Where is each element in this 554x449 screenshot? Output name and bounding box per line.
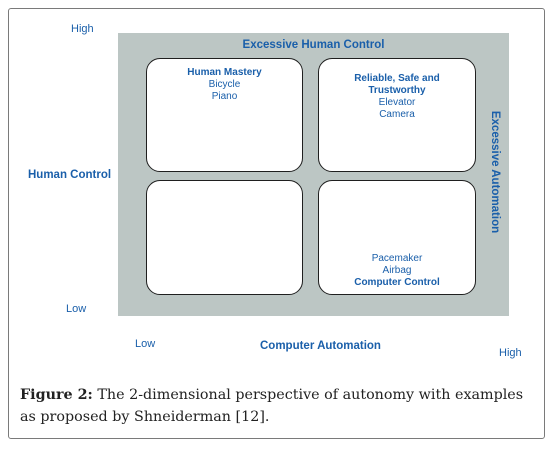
quadrant-title: Human Mastery <box>187 67 262 78</box>
example-item: Elevator <box>378 97 416 108</box>
quadrant-human-mastery: Human Mastery Bicycle Piano <box>146 58 303 172</box>
x-axis-low-label: Low <box>135 338 156 350</box>
example-item: Piano <box>211 91 238 102</box>
top-band-label: Excessive Human Control <box>242 39 385 51</box>
quadrant-title: Computer Control <box>354 277 440 288</box>
x-axis-title: Computer Automation <box>260 340 381 352</box>
figure-caption: Figure 2: The 2-dimensional perspective … <box>20 384 532 428</box>
quadrant-title-line2: Trustworthy <box>368 85 426 96</box>
example-item: Pacemaker <box>371 253 423 264</box>
y-axis-title: Human Control <box>28 169 112 181</box>
right-band-label-text: Excessive Automation <box>489 110 501 234</box>
quadrant-computer-control: Pacemaker Airbag Computer Control <box>318 180 476 295</box>
right-band-label: Excessive Automation <box>488 108 502 236</box>
x-axis-high-label: High <box>499 347 522 359</box>
quadrant-reliable-safe-trustworthy: Reliable, Safe and Trustworthy Elevator … <box>318 58 476 172</box>
caption-label: Figure 2: <box>20 387 93 403</box>
example-item: Bicycle <box>208 79 241 90</box>
caption-text: The 2-dimensional perspective of autonom… <box>20 387 524 425</box>
quadrant-title-line1: Reliable, Safe and <box>354 73 440 84</box>
example-item: Airbag <box>382 265 412 276</box>
example-item: Camera <box>379 109 415 120</box>
y-axis-low-label: Low <box>66 303 87 315</box>
quadrant-bottom-left <box>146 180 303 295</box>
y-axis-high-label: High <box>71 23 94 35</box>
